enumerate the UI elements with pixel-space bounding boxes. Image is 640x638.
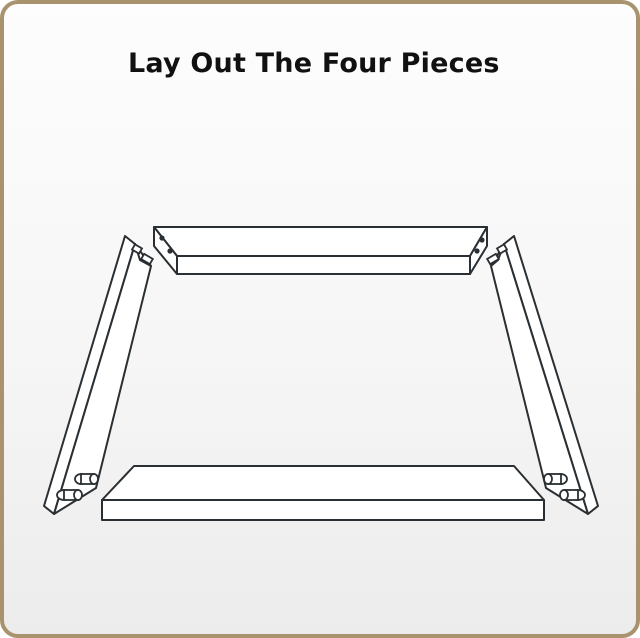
- left-stile: [43, 235, 155, 515]
- assembly-diagram: [43, 226, 599, 521]
- step-title: Lay Out The Four Pieces: [128, 48, 500, 79]
- bottom-rail: [101, 465, 545, 521]
- right-stile: [485, 235, 599, 515]
- top-rail: [153, 226, 488, 275]
